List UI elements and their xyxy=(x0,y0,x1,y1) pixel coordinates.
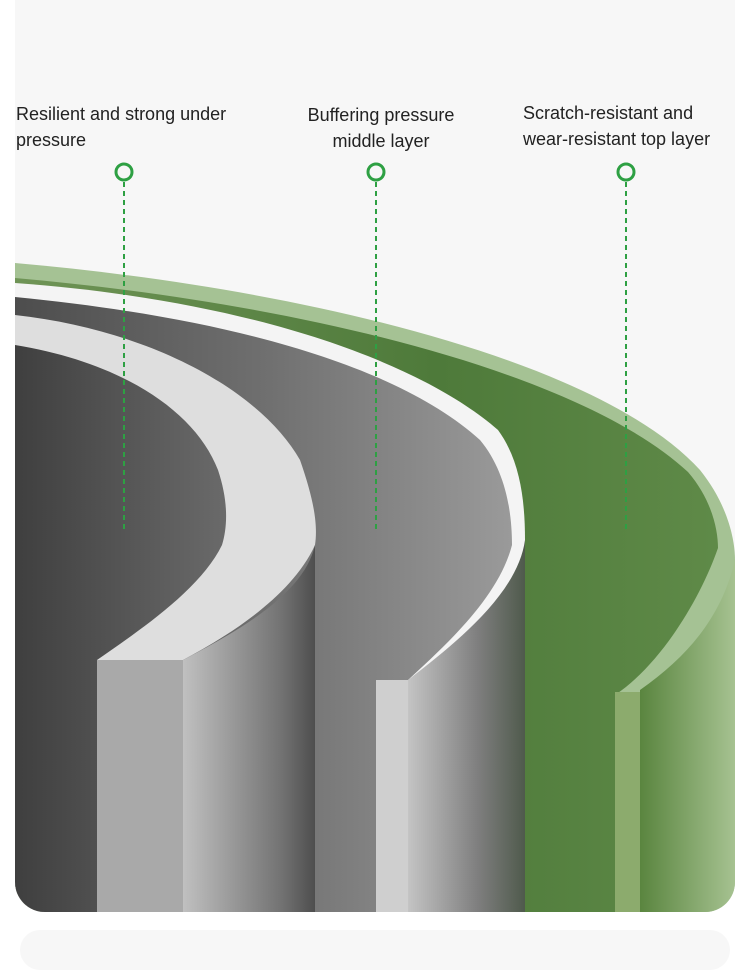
label-line: Buffering pressure xyxy=(307,105,455,125)
label-middle-layer: Buffering pressure middle layer xyxy=(290,102,472,154)
label-inner-layer: Resilient and strong under pressure xyxy=(16,101,226,153)
middle-layer-outer-face xyxy=(408,540,525,912)
green-layer-cut-edge xyxy=(615,692,640,912)
label-line: wear-resistant top layer xyxy=(523,129,711,149)
inner-dark-core xyxy=(15,345,227,912)
marker-circle-icon xyxy=(114,162,134,182)
next-card-edge xyxy=(20,930,730,970)
annotation-markers xyxy=(114,162,636,532)
marker-circle-icon xyxy=(616,162,636,182)
layer-cross-section-illustration xyxy=(15,162,735,912)
label-line: Scratch-resistant and xyxy=(523,103,694,123)
inner-layer-cut-edge xyxy=(97,660,183,912)
label-line: pressure xyxy=(16,130,87,150)
label-line: Resilient and strong under xyxy=(16,104,227,124)
label-top-layer: Scratch-resistant and wear-resistant top… xyxy=(523,100,710,152)
marker-circle-icon xyxy=(366,162,386,182)
label-line: middle layer xyxy=(332,131,430,151)
white-layer-cut-edge xyxy=(376,680,408,912)
green-layer-outer-face xyxy=(640,560,735,912)
inner-layer-outer-face xyxy=(183,545,315,912)
